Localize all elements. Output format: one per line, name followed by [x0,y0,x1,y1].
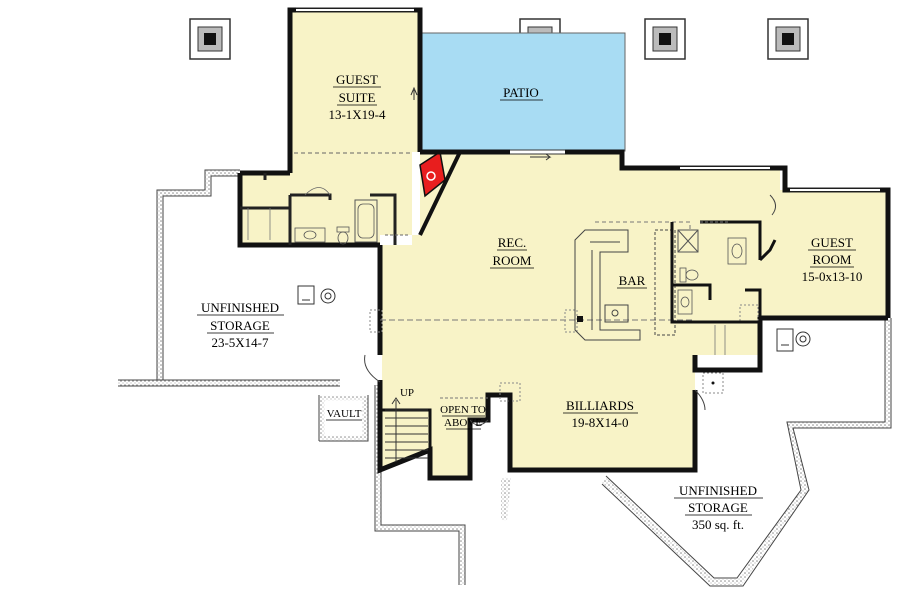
foundation-wall-east [601,318,891,585]
column-pier [189,18,231,60]
storage-west-size: 23-5X14-7 [211,335,269,350]
room-labels: GUEST SUITE 13-1X19-4 PATIO REC. ROOM BA… [201,72,862,532]
closet-lines [247,208,271,240]
column-pier [767,18,809,60]
guest-suite-name-2: SUITE [339,90,376,105]
door-swing [469,419,489,426]
bar-name: BAR [619,273,646,288]
guest-room-name-1: GUEST [811,235,853,250]
stair [385,397,428,462]
open-to-above-1: OPEN TO [440,404,486,416]
vanity [294,227,326,243]
billiards-size: 19-8X14-0 [571,415,628,430]
storage-east-name-1: UNFINISHED [679,483,757,498]
foundation-wall-east-outline [601,318,892,587]
door-swing [769,194,776,216]
open-to-above-2: ABOVE [444,417,482,429]
label-underlines [197,86,856,516]
unfinished-storage-east-area [600,318,888,580]
rec-room-name-1: REC. [498,235,527,250]
vanity [727,237,747,265]
shower [677,229,699,253]
column-post [577,316,583,322]
guest-suite-name-1: GUEST [336,72,378,87]
storage-west-name-1: UNFINISHED [201,300,279,315]
vault-area [322,398,365,438]
shower-x-icon [677,229,699,253]
patio-name: PATIO [503,85,539,100]
unfinished-storage-west-area [118,173,380,385]
bar-counter [574,229,676,341]
storage-west-name-2: STORAGE [210,318,270,333]
storage-east-size: 350 sq. ft. [692,517,744,532]
vanity [677,289,693,315]
sink [731,243,743,259]
guest-suite-size: 13-1X19-4 [328,107,386,122]
stair-label: UP [400,387,414,399]
slider-arrow-icon [530,153,552,161]
arrow-up-icon [410,86,418,100]
patio-area [419,32,626,152]
furnace-icon [776,328,811,352]
door-swing [694,389,706,411]
storage-east-name-2: STORAGE [688,500,748,515]
foundation-wall-south-west-outline [118,379,340,387]
column-pier [644,18,686,60]
guest-room-name-2: ROOM [812,252,851,267]
column-dashed [369,309,383,333]
sink [680,296,690,308]
angled-wall [418,151,462,236]
rec-room-name-2: ROOM [492,253,531,268]
bathtub [354,199,378,243]
foundation-wall-west-outline [156,169,240,383]
vault-walls [319,395,368,441]
door-swing [304,187,331,196]
vault-name: VAULT [327,408,362,420]
sink [303,230,317,240]
billiards-name: BILLIARDS [566,398,634,413]
column-dashed [564,309,578,333]
water-heater-icon [297,285,336,305]
foundation-wall-west [157,170,240,380]
guest-suite-floor [240,10,420,245]
window-lines [296,7,414,13]
guest-room-size: 15-0x13-10 [802,269,863,284]
fireplace-grate-icon [426,171,436,181]
column-dashed [739,304,759,322]
door-swing [364,354,381,383]
